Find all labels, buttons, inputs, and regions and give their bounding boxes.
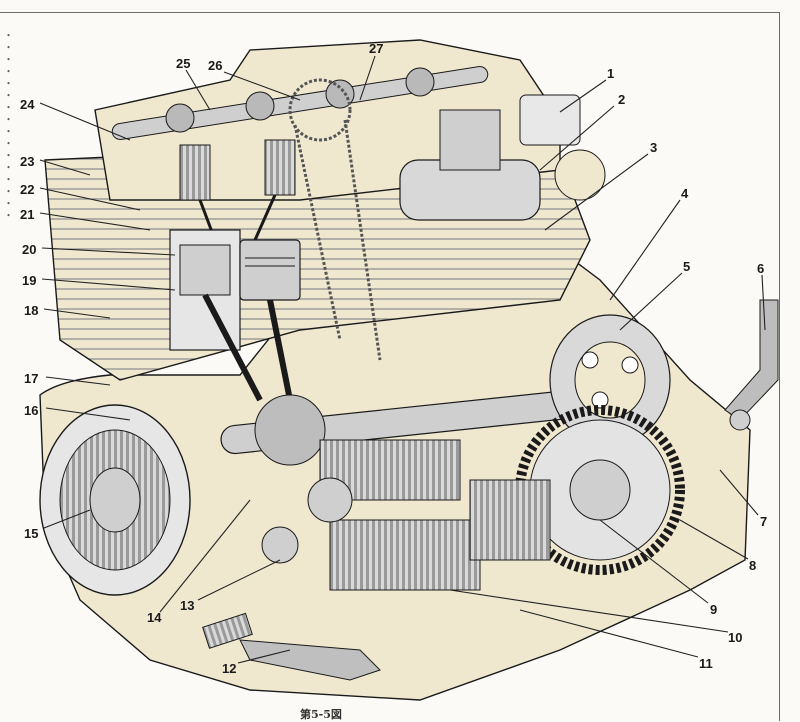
- callout-4: 4: [681, 186, 689, 201]
- right-frame-line: [779, 12, 780, 721]
- callout-3: 3: [650, 140, 657, 155]
- callout-23: 23: [20, 154, 34, 169]
- left-margin-text: ・・・・・・・・・・・・・・・・: [1, 30, 12, 222]
- callout-12: 12: [222, 661, 236, 676]
- callout-11: 11: [699, 656, 713, 671]
- carburetor: [399, 94, 606, 221]
- callout-17: 17: [24, 371, 38, 386]
- alternator: [39, 404, 191, 596]
- callout-27: 27: [369, 41, 383, 56]
- callout-21: 21: [20, 207, 34, 222]
- callout-18: 18: [24, 303, 38, 318]
- figure-caption: 第5-5図: [300, 708, 342, 721]
- callout-16: 16: [24, 403, 38, 418]
- callout-2: 2: [618, 92, 625, 107]
- camshaft: [111, 66, 489, 140]
- callout-19: 19: [22, 273, 36, 288]
- callout-14: 14: [147, 610, 162, 625]
- callout-24: 24: [20, 97, 35, 112]
- callout-13: 13: [180, 598, 194, 613]
- callout-6: 6: [757, 261, 764, 276]
- piston-right: [239, 239, 301, 401]
- leader-lines: [39, 55, 766, 664]
- cam-chain: [288, 78, 382, 361]
- shift-lever: [724, 299, 779, 431]
- callout-8: 8: [749, 558, 756, 573]
- callout-5: 5: [683, 259, 690, 274]
- callout-22: 22: [20, 182, 34, 197]
- primary-gear: [515, 405, 685, 575]
- callout-15: 15: [24, 526, 38, 541]
- valve-springs: [179, 139, 296, 241]
- callout-25: 25: [176, 56, 190, 71]
- top-frame-line: [0, 12, 780, 13]
- callout-20: 20: [22, 242, 36, 257]
- callout-7: 7: [760, 514, 767, 529]
- callout-26: 26: [208, 58, 222, 73]
- callout-10: 10: [728, 630, 742, 645]
- transmission-gears: [261, 439, 551, 591]
- kick-starter: [202, 612, 381, 681]
- callout-9: 9: [710, 602, 717, 617]
- clutch-assembly: [549, 314, 671, 446]
- callout-labels: 1 2 3 4 5 6 7 8 9 10 11 12 13 14 15 16 1…: [20, 41, 767, 676]
- crankshaft: [220, 383, 640, 466]
- callout-1: 1: [607, 66, 614, 81]
- piston-left: [169, 229, 263, 402]
